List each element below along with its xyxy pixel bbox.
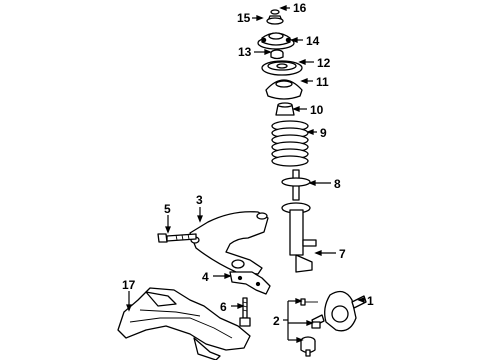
callout-11: 11 (316, 75, 329, 89)
control-arm-bracket (229, 271, 271, 295)
callout-12: 12 (317, 56, 331, 70)
crossmember (117, 287, 251, 360)
bump-stop (275, 102, 295, 116)
callout-10: 10 (310, 103, 324, 117)
upper-spring-seat (265, 79, 303, 100)
mount-spacer (270, 49, 284, 60)
callout-13: 13 (238, 45, 252, 59)
callout-17: 17 (122, 278, 136, 292)
callout-15: 15 (237, 11, 251, 25)
strut-washer (266, 17, 284, 25)
callout-labels: 16 15 14 13 12 11 10 9 8 7 1 2 3 5 4 6 1… (122, 1, 374, 328)
callout-14: 14 (306, 34, 320, 48)
control-arm-bolt (157, 233, 197, 243)
bearing-plate (261, 60, 303, 76)
callout-9: 9 (320, 126, 327, 140)
ball-joint-hardware (300, 298, 321, 357)
callout-8: 8 (334, 177, 341, 191)
callout-3: 3 (196, 193, 203, 207)
callout-7: 7 (339, 247, 346, 261)
callout-16: 16 (293, 1, 307, 15)
callout-2: 2 (273, 314, 280, 328)
callout-6: 6 (220, 300, 227, 314)
callout-1: 1 (367, 294, 374, 308)
callout-5: 5 (164, 202, 171, 216)
coil-spring (271, 120, 309, 167)
lower-control-arm (189, 211, 269, 275)
callout-4: 4 (202, 270, 209, 284)
strut-assembly (281, 169, 317, 273)
crossmember-bolt (239, 297, 251, 327)
leader-arrowheads (126, 5, 365, 343)
strut-mount (257, 32, 295, 50)
